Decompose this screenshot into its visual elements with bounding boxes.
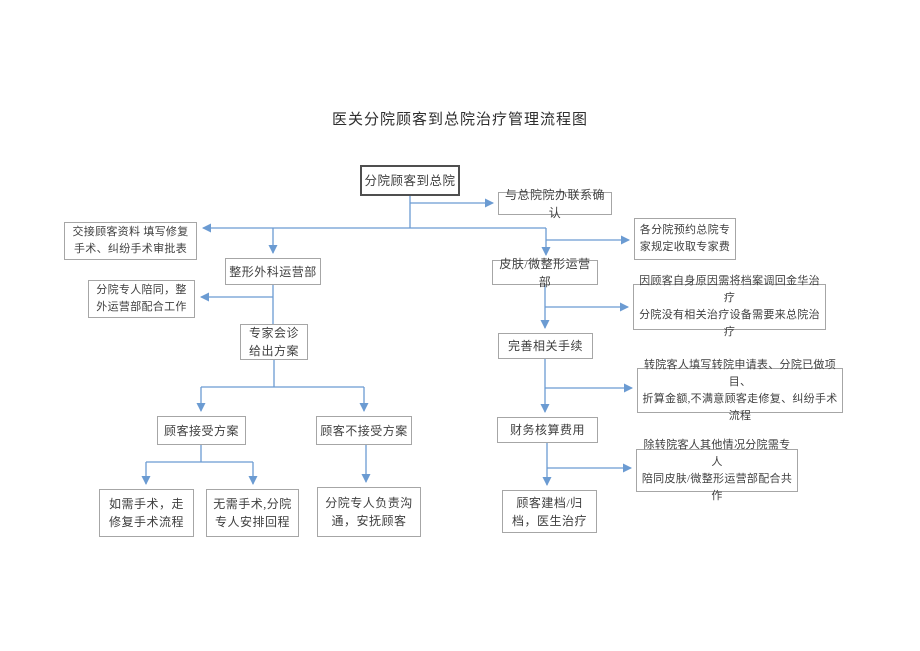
node-finance-cost-accounting: 财务核算费用 — [497, 417, 598, 443]
node-complete-procedures: 完善相关手续 — [498, 333, 593, 359]
node-contact-hq-office: 与总院院办联系确认 — [498, 188, 612, 220]
node-archive-recall-reason: 因顾客自身原因需将档案调回金华治疗 分院没有相关治疗设备需要来总院治疗 — [633, 275, 826, 338]
node-customer-accepts-plan: 顾客接受方案 — [157, 416, 246, 445]
node-expert-consultation: 专家会诊 给出方案 — [240, 324, 308, 360]
node-branch-staff-accompany: 分院专人陪同，整 外运营部配合工作 — [88, 280, 195, 318]
node-branch-customer-to-hq: 分院顾客到总院 — [360, 165, 460, 196]
node-transfer-application: 转院客人填写转院申请表、分院已做项目、 折算金额,不满意顾客走修复、纠纷手术流程 — [637, 359, 843, 422]
diagram-title: 医关分院顾客到总院治疗管理流程图 — [331, 112, 588, 128]
node-customer-rejects-plan: 顾客不接受方案 — [316, 416, 412, 445]
node-no-surgery-return-trip: 无需手术,分院 专人安排回程 — [206, 489, 299, 537]
node-expert-fee-rule: 各分院预约总院专 家规定收取专家费 — [634, 218, 736, 260]
node-handover-customer-data: 交接顾客资料 填写修复 手术、纠纷手术审批表 — [64, 222, 197, 260]
node-other-cases-accompany: 除转院客人其他情况分院需专人 陪同皮肤/微整形运营部配合共作 — [636, 439, 798, 502]
node-plastic-surgery-dept: 整形外科运营部 — [225, 258, 321, 285]
node-skin-micro-dept: 皮肤/微整形运营部 — [492, 257, 598, 289]
node-need-surgery-flow: 如需手术，走 修复手术流程 — [99, 489, 194, 537]
node-customer-filing-treat: 顾客建档/归 档，医生治疗 — [502, 490, 597, 533]
node-communicate-comfort: 分院专人负责沟 通，安抚顾客 — [317, 487, 421, 537]
